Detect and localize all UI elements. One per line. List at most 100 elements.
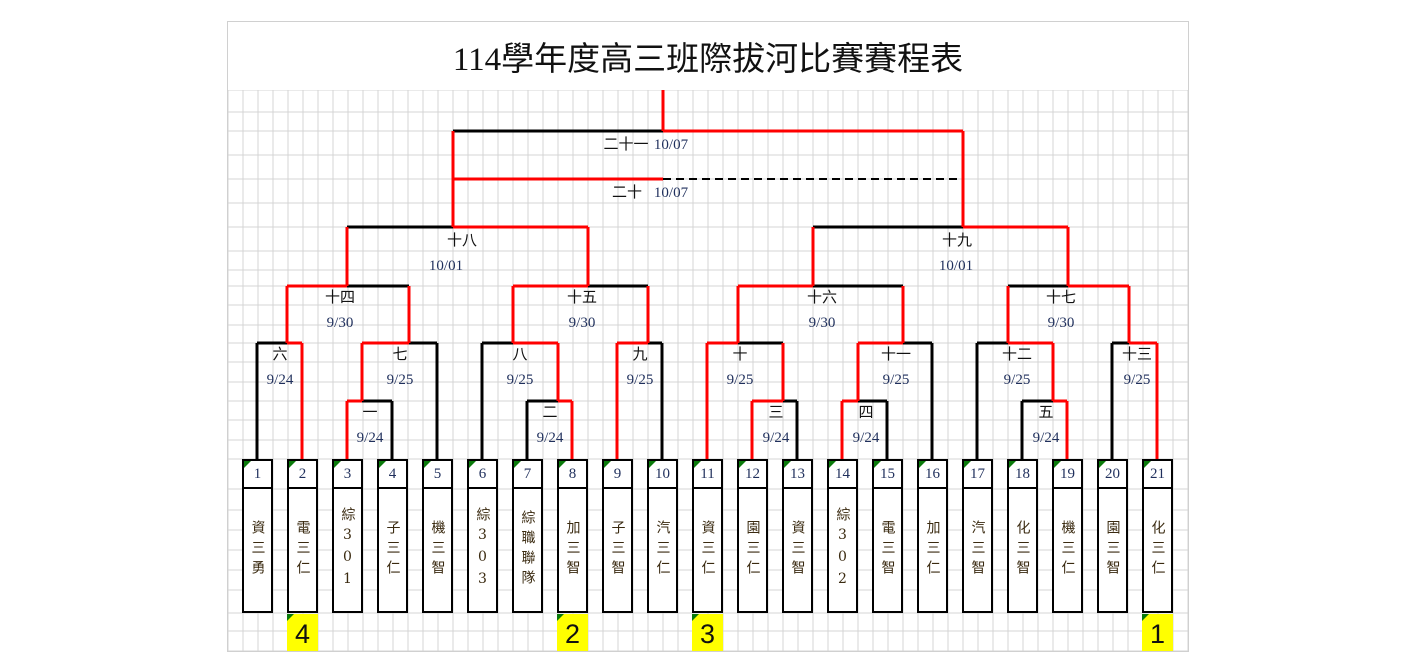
cell-comment-marker-icon [692, 614, 699, 621]
team-number-text: 19 [1060, 466, 1075, 482]
cell-comment-marker-icon [287, 614, 294, 621]
cell-comment-marker-icon [334, 461, 341, 468]
team-number-text: 10 [655, 466, 670, 482]
match-name: 六 [272, 347, 288, 363]
rank-value: 4 [294, 619, 311, 649]
match-date: 9/25 [726, 372, 754, 388]
cell-comment-marker-icon [604, 461, 611, 468]
match-date: 9/25 [386, 372, 414, 388]
team-name: 電三仁 [294, 520, 311, 580]
match-name: 五 [1038, 405, 1054, 421]
cell-comment-marker-icon [649, 461, 656, 468]
cell-comment-marker-icon [784, 461, 791, 468]
match-date: 9/24 [266, 372, 294, 388]
match-date: 9/25 [1003, 372, 1031, 388]
page-title: 114學年度高三班際拔河比賽賽程表 [228, 22, 1188, 90]
match-date: 9/30 [808, 315, 836, 331]
team-name-box: 資三仁 [692, 489, 723, 613]
match-date: 9/25 [1123, 372, 1151, 388]
team-name-box: 園三智 [1097, 489, 1128, 613]
team-name: 機三仁 [1059, 520, 1076, 580]
team-name: 資三勇 [249, 520, 266, 580]
team-number: 21 [1142, 459, 1173, 489]
cell-comment-marker-icon [919, 461, 926, 468]
team-name-box: 資三智 [782, 489, 813, 613]
match-date: 9/24 [1032, 430, 1060, 446]
team-number: 2 [287, 459, 318, 489]
team-name: 子三智 [609, 520, 626, 580]
team-number-text: 11 [700, 466, 715, 482]
team-number-text: 13 [790, 466, 805, 482]
team-name-box: 汽三智 [962, 489, 993, 613]
match-date: 9/25 [626, 372, 654, 388]
team-name-box: 機三智 [422, 489, 453, 613]
team-name-box: 綜職聯隊 [512, 489, 543, 613]
cell-comment-marker-icon [289, 461, 296, 468]
team-name-box: 化三仁 [1142, 489, 1173, 613]
team-number: 3 [332, 459, 363, 489]
team-number-text: 12 [745, 466, 760, 482]
team-name: 子三仁 [384, 520, 401, 580]
final-rank-badge: 4 [287, 614, 318, 651]
cell-comment-marker-icon [424, 461, 431, 468]
team-number: 13 [782, 459, 813, 489]
cell-comment-marker-icon [964, 461, 971, 468]
team-number: 8 [557, 459, 588, 489]
team-number: 15 [872, 459, 903, 489]
cell-comment-marker-icon [557, 614, 564, 621]
team-number: 9 [602, 459, 633, 489]
team-name-box: 化三智 [1007, 489, 1038, 613]
team-number-text: 18 [1015, 466, 1030, 482]
team-name-box: 加三智 [557, 489, 588, 613]
match-date: 10/07 [653, 137, 689, 153]
team-number: 17 [962, 459, 993, 489]
team-name: 綜303 [474, 507, 491, 593]
match-date: 9/24 [536, 430, 564, 446]
team-number: 20 [1097, 459, 1128, 489]
match-name: 十二 [1001, 347, 1033, 363]
team-name-box: 綜301 [332, 489, 363, 613]
team-name-box: 電三智 [872, 489, 903, 613]
final-rank-badge: 2 [557, 614, 588, 651]
match-name: 十一 [880, 347, 912, 363]
team-number: 7 [512, 459, 543, 489]
team-number: 12 [737, 459, 768, 489]
team-number: 10 [647, 459, 678, 489]
cell-comment-marker-icon [829, 461, 836, 468]
team-number-text: 3 [343, 466, 352, 482]
match-date: 9/24 [762, 430, 790, 446]
team-name-box: 加三仁 [917, 489, 948, 613]
match-name: 一 [362, 405, 378, 421]
team-number-text: 5 [433, 466, 442, 482]
team-number: 5 [422, 459, 453, 489]
cell-comment-marker-icon [739, 461, 746, 468]
team-number-text: 4 [388, 466, 397, 482]
team-number-text: 9 [613, 466, 622, 482]
cell-comment-marker-icon [1054, 461, 1061, 468]
team-name: 綜302 [834, 507, 851, 593]
cell-comment-marker-icon [514, 461, 521, 468]
team-number-text: 17 [970, 466, 985, 482]
team-name-box: 綜303 [467, 489, 498, 613]
rank-value: 2 [564, 619, 581, 649]
team-name: 汽三智 [969, 520, 986, 580]
team-number: 1 [242, 459, 273, 489]
match-name: 二十一 [603, 137, 649, 153]
team-number-text: 8 [568, 466, 577, 482]
cell-comment-marker-icon [1009, 461, 1016, 468]
match-name: 八 [512, 347, 528, 363]
team-name-box: 機三仁 [1052, 489, 1083, 613]
team-name-box: 綜302 [827, 489, 858, 613]
team-name: 綜301 [339, 507, 356, 593]
match-date: 9/25 [882, 372, 910, 388]
match-date: 10/07 [653, 185, 689, 201]
team-number-text: 16 [925, 466, 940, 482]
rank-value: 1 [1149, 619, 1166, 649]
match-name: 十九 [941, 233, 973, 249]
match-name: 三 [768, 405, 784, 421]
match-name: 十七 [1045, 290, 1077, 306]
match-name: 十 [732, 347, 748, 363]
cell-comment-marker-icon [379, 461, 386, 468]
team-number: 6 [467, 459, 498, 489]
